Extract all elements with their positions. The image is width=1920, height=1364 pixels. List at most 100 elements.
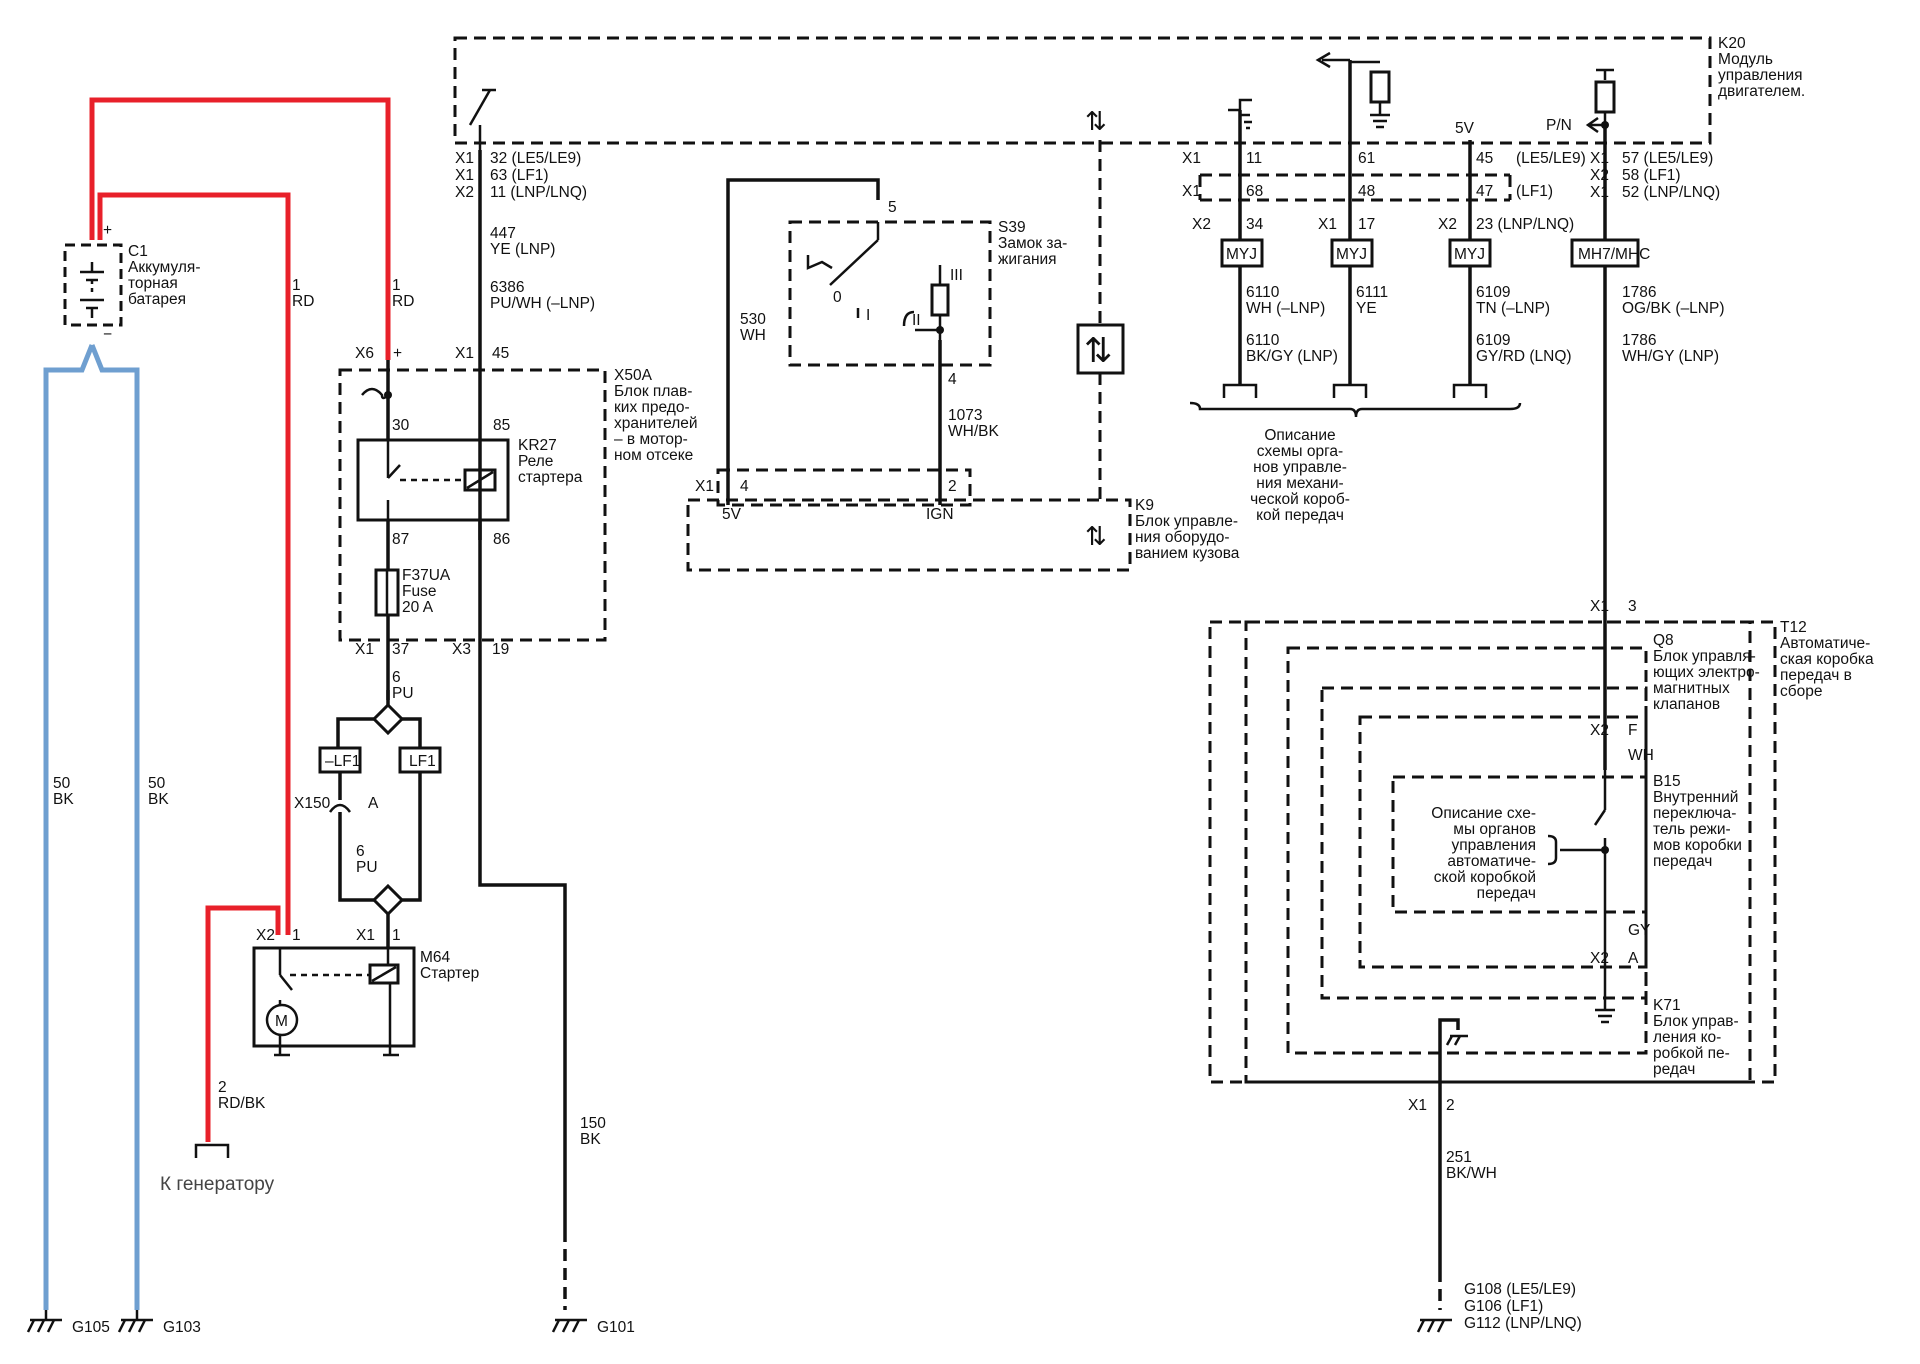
c1-label-2: торная bbox=[128, 275, 178, 292]
wire-6386-num: 6386 bbox=[490, 279, 524, 296]
m64-motor-symbol: M bbox=[275, 1013, 288, 1030]
wire-gy-label: GY bbox=[1628, 922, 1650, 939]
manual-note-5: ческой короб- bbox=[1250, 491, 1350, 508]
k20-left-pin-3: 11 (LNP/LNQ) bbox=[490, 184, 587, 201]
wire-6386-color: PU/WH (–LNP) bbox=[490, 295, 595, 312]
conn-x3-19-pin: 19 bbox=[492, 641, 509, 658]
k20-right-pin-2: 58 (LF1) bbox=[1622, 167, 1681, 184]
k20-left-conn-2: X1 bbox=[455, 167, 474, 184]
x50a-label-5: ном отсеке bbox=[614, 447, 693, 464]
f37-id: F37UA bbox=[402, 567, 451, 584]
wire-6b-color: PU bbox=[356, 859, 378, 876]
wire-1786a-color: OG/BK (–LNP) bbox=[1622, 300, 1725, 317]
wire-50b-color: BK bbox=[148, 791, 169, 808]
m64-conn-x1: X1 bbox=[356, 927, 375, 944]
k71-conn-x1: X1 bbox=[1408, 1097, 1427, 1114]
ground-g112: G112 (LNP/LNQ) bbox=[1464, 1315, 1582, 1332]
t12-label-4: сборе bbox=[1780, 683, 1823, 700]
m64-conn-x2-pin: 1 bbox=[292, 927, 301, 944]
data-link-arrows-icon: ⇅ bbox=[1084, 332, 1113, 370]
x50a-box bbox=[338, 368, 607, 642]
wire-6110a-num: 6110 bbox=[1246, 284, 1280, 301]
k20-pin-17: 17 bbox=[1358, 216, 1375, 233]
conn-x6-plus: + bbox=[393, 345, 402, 362]
k20-mid-conn-a1: X1 bbox=[1182, 150, 1201, 167]
auto-note-3: управления bbox=[1451, 837, 1536, 854]
power-wires bbox=[89, 97, 391, 1142]
ground-g101: G101 bbox=[597, 1319, 635, 1336]
k9-label-1: Блок управле- bbox=[1135, 513, 1238, 530]
k20-pin-68: 68 bbox=[1246, 183, 1263, 200]
ground-g106: G106 (LF1) bbox=[1464, 1298, 1543, 1315]
q8-conn-x2: X2 bbox=[1590, 722, 1609, 739]
k20-right-pin-3: 52 (LNP/LNQ) bbox=[1622, 184, 1720, 201]
wire-6111-color: YE bbox=[1356, 300, 1377, 317]
q8-label-2: ющих электро- bbox=[1653, 664, 1760, 681]
k20-id: K20 bbox=[1718, 35, 1746, 52]
wire-150-num: 150 bbox=[580, 1115, 606, 1132]
auto-note-1: Описание схе- bbox=[1431, 805, 1536, 822]
option-not-lf1: –LF1 bbox=[325, 753, 360, 770]
m64-id: M64 bbox=[420, 949, 451, 966]
k9-pin-ign: IGN bbox=[926, 506, 954, 523]
k20-variant-lf: (LF1) bbox=[1516, 183, 1553, 200]
manual-note-1: Описание bbox=[1264, 427, 1335, 444]
k20-module-box bbox=[453, 36, 1712, 145]
manual-note-6: кой передач bbox=[1256, 507, 1344, 524]
kr27-pin85: 85 bbox=[493, 417, 510, 434]
s39-pin5: 5 bbox=[888, 199, 897, 216]
k20-mid-conn-a3: X2 bbox=[1192, 216, 1211, 233]
s39-label-2: жигания bbox=[998, 251, 1057, 268]
b15-id: B15 bbox=[1653, 773, 1681, 790]
ground-wires bbox=[43, 344, 140, 1310]
conn-x3-19: X3 bbox=[452, 641, 471, 658]
s39-id: S39 bbox=[998, 219, 1026, 236]
b15-label-1: Внутренний bbox=[1653, 789, 1738, 806]
k9-id: K9 bbox=[1135, 497, 1154, 514]
t12-pin3: 3 bbox=[1628, 598, 1637, 615]
conn-x150: X150 bbox=[294, 795, 331, 812]
k9-pin-5v: 5V bbox=[722, 506, 742, 523]
k20-label-3: двигателем. bbox=[1718, 83, 1805, 100]
wire-6109b-color: GY/RD (LNQ) bbox=[1476, 348, 1572, 365]
wire-1073-num: 1073 bbox=[948, 407, 982, 424]
k20-left-conn-3: X2 bbox=[455, 184, 474, 201]
k20-mid-conn-b3: X1 bbox=[1318, 216, 1337, 233]
wire-bat2-color: RD bbox=[392, 293, 414, 310]
k20-pin-23: 23 (LNP/LNQ) bbox=[1476, 216, 1574, 233]
b15-label-4: мов коробки bbox=[1653, 837, 1742, 854]
wire-2-num: 2 bbox=[218, 1079, 227, 1096]
b15-label-5: передач bbox=[1653, 853, 1712, 870]
kr27-label-1: Реле bbox=[518, 453, 553, 470]
t12-id: T12 bbox=[1780, 619, 1807, 636]
k20-mid-conn-c3: X2 bbox=[1438, 216, 1457, 233]
x50a-label-3: хранителей bbox=[614, 415, 698, 432]
wire-6110a-color: WH (–LNP) bbox=[1246, 300, 1325, 317]
q8-pin-f: F bbox=[1628, 722, 1637, 739]
wire-251-num: 251 bbox=[1446, 1149, 1472, 1166]
k20-right-pin-1: 57 (LE5/LE9) bbox=[1622, 150, 1713, 167]
wire-50b-num: 50 bbox=[148, 775, 166, 792]
wire-447-num: 447 bbox=[490, 225, 516, 242]
option-myj-1: MYJ bbox=[1226, 246, 1257, 263]
kr27-pin86: 86 bbox=[493, 531, 510, 548]
k71-label-4: редач bbox=[1653, 1061, 1695, 1078]
c1-label-1: Аккумуля- bbox=[128, 259, 201, 276]
s39-label-1: Замок за- bbox=[998, 235, 1067, 252]
q8-label-3: магнитных bbox=[1653, 680, 1730, 697]
conn-x1-45: X1 bbox=[455, 345, 474, 362]
k9-connector-x1 bbox=[716, 468, 972, 507]
k20-mid-conn-a2: X1 bbox=[1182, 183, 1201, 200]
option-mh7: MH7/MHC bbox=[1578, 246, 1650, 263]
wire-6111-num: 6111 bbox=[1356, 284, 1388, 301]
wire-150-color: BK bbox=[580, 1131, 601, 1148]
kr27-pin87: 87 bbox=[392, 531, 409, 548]
x50a-label-1: Блок плав- bbox=[614, 383, 692, 400]
generator-note: К генератору bbox=[160, 1174, 275, 1195]
k20-left-conn-1: X1 bbox=[455, 150, 474, 167]
k71-pin2: 2 bbox=[1446, 1097, 1455, 1114]
k20-pin-11: 11 bbox=[1246, 150, 1262, 167]
q8-id: Q8 bbox=[1653, 632, 1674, 649]
k20-pn-label: P/N bbox=[1546, 117, 1572, 134]
wire-251-color: BK/WH bbox=[1446, 1165, 1497, 1182]
